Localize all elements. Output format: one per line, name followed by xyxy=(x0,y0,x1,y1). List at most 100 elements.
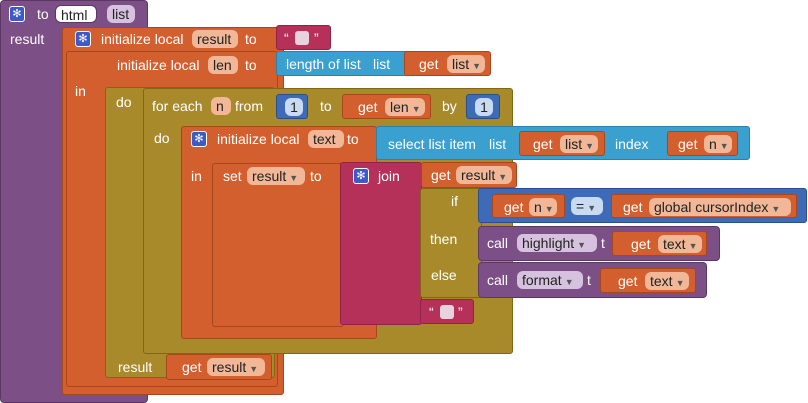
get-keyword: get xyxy=(358,99,378,115)
get-text-dropdown[interactable]: text▼ xyxy=(645,272,689,290)
set-result-block[interactable]: set result▼ to xyxy=(212,163,344,327)
from-number-value[interactable]: 1 xyxy=(285,98,303,116)
dropdown-caret-icon: ▼ xyxy=(544,204,554,214)
length-of-list-list-label: list xyxy=(373,56,391,72)
get-keyword: get xyxy=(533,136,553,152)
call-keyword: call xyxy=(487,272,509,288)
init-text-var[interactable]: text xyxy=(308,130,344,148)
get-n-block-1[interactable]: get n▼ xyxy=(667,131,738,156)
get-len-block[interactable]: get len▼ xyxy=(342,94,431,119)
from-number-block[interactable]: 1 xyxy=(276,94,308,119)
equals-operator-dropdown[interactable]: =▼ xyxy=(571,197,603,215)
dropdown-caret-icon: ▼ xyxy=(585,141,595,151)
get-len-dropdown[interactable]: len▼ xyxy=(385,98,425,116)
join-gear-icon[interactable]: ✻ xyxy=(353,168,369,184)
quote-open: “ xyxy=(429,304,434,320)
dropdown-caret-icon: ▼ xyxy=(564,277,574,287)
init-result-var[interactable]: result xyxy=(192,30,238,48)
get-result-block-1[interactable]: get result▼ xyxy=(421,162,517,188)
dropdown-caret-icon: ▼ xyxy=(719,141,729,151)
dropdown-caret-icon: ▼ xyxy=(577,240,587,250)
call-format-dropdown[interactable]: format▼ xyxy=(517,271,583,289)
init-text-gear-icon[interactable]: ✻ xyxy=(191,131,207,147)
init-result-to: to xyxy=(245,31,257,47)
do-label: do xyxy=(116,94,132,110)
string-value[interactable] xyxy=(440,305,454,319)
get-result-dropdown[interactable]: result▼ xyxy=(456,166,512,184)
get-text-block-1[interactable]: get text▼ xyxy=(612,231,707,256)
get-n-var: n xyxy=(709,136,717,152)
procedure-param-list[interactable]: list xyxy=(107,5,135,23)
get-global-dropdown[interactable]: global cursorIndex▼ xyxy=(649,198,791,216)
quote-open: “ xyxy=(284,30,289,46)
call-format-name: format xyxy=(522,272,562,288)
get-n-block-2[interactable]: get n▼ xyxy=(492,194,565,218)
length-of-list-block[interactable]: length of list list xyxy=(276,51,410,76)
get-list-block-2[interactable]: get list▼ xyxy=(519,131,605,156)
get-list-dropdown[interactable]: list▼ xyxy=(560,135,598,153)
get-result-var: result xyxy=(212,359,247,375)
get-n-dropdown[interactable]: n▼ xyxy=(704,135,732,153)
else-label: else xyxy=(431,267,457,283)
get-list-var: list xyxy=(452,56,470,72)
dropdown-caret-icon: ▼ xyxy=(675,278,685,288)
select-list-item-label: select list item xyxy=(388,136,476,152)
get-keyword: get xyxy=(431,167,451,183)
get-text-block-2[interactable]: get text▼ xyxy=(600,268,696,293)
dropdown-caret-icon: ▼ xyxy=(289,173,299,183)
get-list-var: list xyxy=(565,136,583,152)
get-result-block-2[interactable]: get result▼ xyxy=(166,354,272,380)
for-each-to: to xyxy=(320,98,332,114)
dropdown-caret-icon: ▼ xyxy=(771,204,781,214)
join-label: join xyxy=(378,168,400,184)
empty-string-block-2[interactable]: “ ” xyxy=(420,299,474,324)
dropdown-caret-icon: ▼ xyxy=(587,203,597,213)
get-list-dropdown[interactable]: list▼ xyxy=(447,55,485,73)
length-of-list-label: length of list xyxy=(286,56,361,72)
join-block[interactable]: ✻ join xyxy=(340,162,422,325)
call-highlight-param: t xyxy=(601,235,605,251)
for-each-by: by xyxy=(442,98,457,114)
for-each-label: for each xyxy=(152,98,203,114)
get-keyword: get xyxy=(678,136,698,152)
empty-string-block-1[interactable]: “ ” xyxy=(276,25,331,50)
in-label: in xyxy=(75,83,86,99)
get-keyword: get xyxy=(182,359,202,375)
do2-label: do xyxy=(154,130,170,146)
call-format-param: t xyxy=(587,272,591,288)
if-label: if xyxy=(451,193,458,209)
get-keyword: get xyxy=(631,236,651,252)
call-highlight-name: highlight xyxy=(522,235,575,251)
get-n-var: n xyxy=(534,199,542,215)
get-list-block-1[interactable]: get list▼ xyxy=(404,51,491,76)
get-len-var: len xyxy=(390,99,409,115)
procedure-name-field[interactable]: html xyxy=(55,5,97,23)
dropdown-caret-icon: ▼ xyxy=(249,364,259,374)
for-each-from: from xyxy=(235,98,263,114)
get-global-var: global cursorIndex xyxy=(654,199,769,215)
call-highlight-dropdown[interactable]: highlight▼ xyxy=(517,234,597,252)
get-n-dropdown[interactable]: n▼ xyxy=(529,198,557,216)
for-each-var[interactable]: n xyxy=(211,97,231,115)
get-result-dropdown[interactable]: result▼ xyxy=(207,358,265,376)
init-len-label: initialize local xyxy=(117,57,200,73)
init-len-var[interactable]: len xyxy=(208,56,238,74)
select-list-item-index-label: index xyxy=(615,136,649,152)
init-result-gear-icon[interactable]: ✻ xyxy=(75,31,91,47)
by-number-block[interactable]: 1 xyxy=(466,94,500,119)
get-keyword: get xyxy=(618,273,638,289)
init-text-to: to xyxy=(347,131,359,147)
procedure-result-label: result xyxy=(10,31,45,47)
by-number-value[interactable]: 1 xyxy=(475,98,493,116)
if-then-else-block[interactable]: if then else xyxy=(420,188,482,298)
dropdown-caret-icon: ▼ xyxy=(411,104,421,114)
get-text-dropdown[interactable]: text▼ xyxy=(658,235,702,253)
get-result-var: result xyxy=(461,167,496,183)
string-value[interactable] xyxy=(295,31,309,45)
get-keyword: get xyxy=(504,199,524,215)
init-len-to: to xyxy=(245,57,257,73)
set-result-dropdown[interactable]: result▼ xyxy=(247,167,305,185)
get-text-var: text xyxy=(663,236,686,252)
get-global-cursorindex-block[interactable]: get global cursorIndex▼ xyxy=(611,194,797,218)
mutator-gear-icon[interactable]: ✻ xyxy=(9,6,25,22)
